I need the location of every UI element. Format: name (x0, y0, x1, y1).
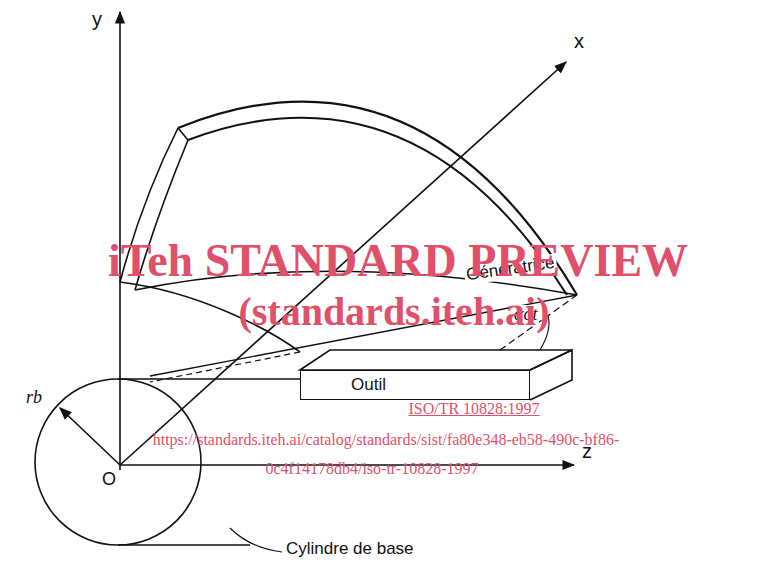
callout-label: Cylindre de base (286, 540, 414, 559)
axis-label: x (574, 30, 584, 52)
axis-label: y (92, 8, 102, 30)
watermark: iTeh STANDARD PREVIEW (108, 236, 688, 287)
tool-side-face (530, 350, 572, 400)
origin-label: O (102, 470, 116, 490)
cylinder-generator (118, 544, 250, 546)
radius-label: rb (26, 388, 42, 408)
leader-line (230, 528, 282, 552)
watermark: https://standards.iteh.ai/catalog/standa… (153, 431, 620, 449)
watermark: (standards.iteh.ai) (238, 290, 549, 334)
tool-label: Outil (301, 375, 386, 395)
tool-box: Outil (300, 370, 530, 400)
watermark: ISO/TR 10828:1997 (408, 400, 539, 418)
hidden-line (150, 352, 300, 382)
helicoid-edge (178, 128, 188, 140)
axis-label: z (582, 440, 592, 462)
tool-top-face (300, 350, 572, 370)
cylinder-generator (118, 378, 300, 380)
radius-line (60, 408, 120, 465)
base-cylinder-end (35, 379, 201, 545)
watermark: 0c4f14178db4/iso-tr-10828-1997 (266, 460, 479, 478)
